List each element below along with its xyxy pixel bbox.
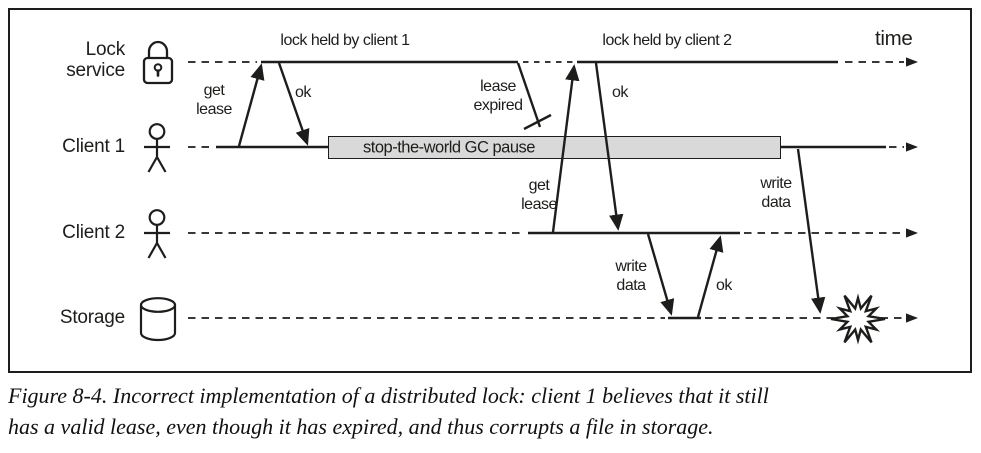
- gc-pause-label: stop-the-world GC pause: [363, 138, 535, 156]
- client2-write-data-label: write data: [615, 257, 647, 295]
- client1-ok-label: ok: [295, 84, 311, 101]
- database-cylinder-icon: [139, 297, 177, 342]
- gc-pause-bar: stop-the-world GC pause: [328, 136, 781, 159]
- caption-line: Figure 8-4. Incorrect implementation of …: [8, 383, 769, 408]
- lane-label-storage: Storage: [59, 307, 125, 328]
- lane-label-line: Lock: [85, 39, 126, 60]
- label-line: get: [203, 82, 225, 99]
- padlock-icon: [142, 40, 174, 85]
- label-line: lease: [196, 101, 232, 118]
- client2-ok-label: ok: [612, 84, 628, 101]
- figure-caption: Figure 8-4. Incorrect implementation of …: [8, 380, 980, 442]
- lock-held-client2-label: lock held by client 2: [602, 32, 732, 49]
- label-line: write: [615, 258, 647, 275]
- person-icon: [144, 209, 170, 259]
- label-line: write: [760, 175, 792, 192]
- lane-label-client-1: Client 1: [62, 136, 125, 157]
- label-line: lease: [480, 78, 516, 95]
- time-axis-label: time: [875, 27, 913, 50]
- caption-line: has a valid lease, even though it has ex…: [8, 414, 714, 439]
- label-line: data: [761, 194, 791, 211]
- lane-label-client-2: Client 2: [62, 222, 125, 243]
- client1-write-data-label: write data: [760, 174, 792, 212]
- label-line: lease: [521, 196, 557, 213]
- client1-get-lease-label: get lease: [196, 81, 232, 119]
- storage-ok-label: ok: [716, 277, 732, 294]
- lane-label-line: service: [66, 59, 125, 81]
- person-icon: [144, 123, 170, 173]
- lease-expired-label: lease expired: [474, 77, 523, 115]
- label-line: expired: [473, 97, 523, 114]
- lock-held-client1-label: lock held by client 1: [280, 32, 410, 49]
- lane-label-lock-service: Lock service: [30, 39, 126, 81]
- label-line: data: [616, 277, 646, 294]
- label-line: get: [528, 177, 550, 194]
- client2-get-lease-label: get lease: [521, 176, 557, 214]
